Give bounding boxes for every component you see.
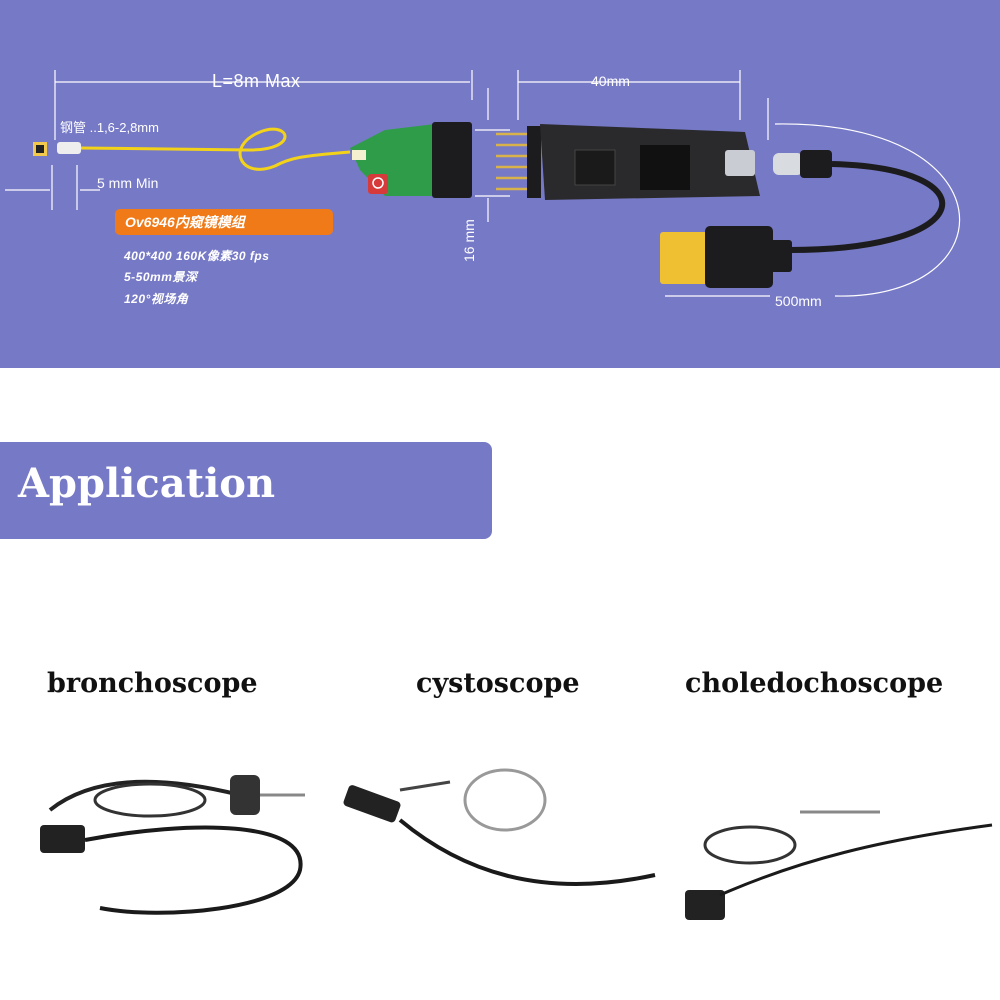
application-title: Application	[18, 460, 276, 507]
bronchoscope-label: bronchoscope	[47, 668, 258, 699]
choledochoscope-label: choledochoscope	[685, 668, 944, 699]
rigid-length-label: 5 mm Min	[97, 175, 159, 191]
spec-resolution: 400*400 160K像素30 fps	[124, 249, 270, 263]
cystoscope-image	[343, 768, 656, 886]
cystoscope-label: cystoscope	[416, 668, 580, 699]
board-height-label: 16 mm	[461, 219, 477, 262]
product-banner: L=8m Max 40mm 钢管 ..1,6-2,8mm 5 mm Min 16…	[0, 0, 1000, 368]
usb-cable-length-label: 500mm	[775, 293, 822, 309]
cable-length-label: L=8m Max	[212, 71, 301, 91]
spec-depth-of-field: 5-50mm景深	[124, 270, 198, 284]
spec-field-of-view: 120°视场角	[124, 292, 189, 306]
bronchoscope-image	[40, 775, 305, 915]
tube-diameter-label: 钢管 ..1,6-2,8mm	[60, 120, 159, 135]
board-width-label: 40mm	[591, 73, 630, 89]
product-illustration	[5, 70, 961, 297]
module-name-badge: Ov6946内窥镜模组	[115, 209, 333, 235]
choledochoscope-image	[685, 810, 993, 920]
application-header-box	[0, 442, 492, 539]
